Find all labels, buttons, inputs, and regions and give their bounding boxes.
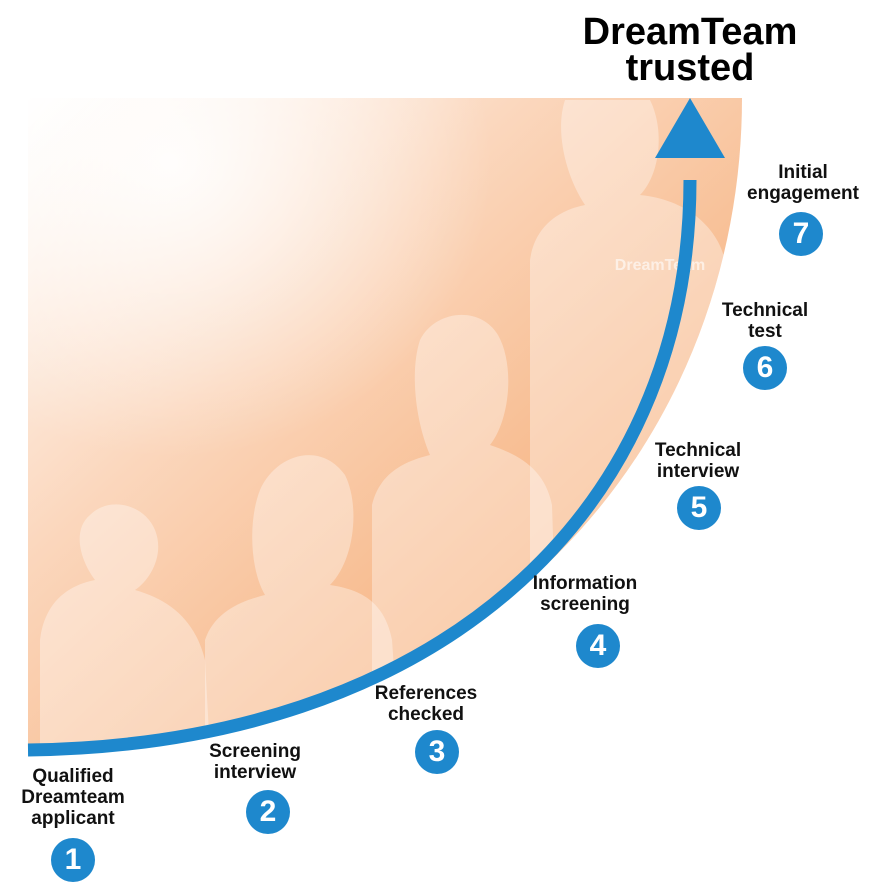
step-3-badge: 3 [415,730,459,774]
step-3-label: References checked [366,683,486,725]
step-3-line-2: checked [387,704,465,725]
progress-arrow-head [655,98,725,158]
step-7-label: Initial engagement [738,162,868,204]
title-line-1: DreamTeam [582,11,798,53]
step-6-line-2: test [748,321,782,342]
step-2-badge: 2 [246,790,290,834]
progress-arrow-line [27,179,697,757]
step-5-label: Technical interview [643,440,753,482]
step-3-line-1: References [374,683,478,704]
step-4-line-2: screening [540,594,630,615]
step-4-line-1: Information [532,573,638,594]
watermark: DreamTeam [615,257,705,274]
step-1-label: Qualified Dreamteam applicant [8,766,138,829]
person-silhouette-2 [205,455,400,752]
step-2-line-1: Screening [209,741,301,762]
step-4-label: Information screening [530,573,640,615]
step-7-badge: 7 [779,212,823,256]
step-2-label: Screening interview [200,741,310,783]
step-5-badge: 5 [677,486,721,530]
step-7-line-1: Initial [778,162,828,183]
fan-glow [28,98,742,752]
step-4-badge: 4 [576,624,620,668]
step-6-label: Technical test [710,300,820,342]
diagram-title: DreamTeam trusted [560,11,820,89]
step-1-badge: 1 [51,838,95,882]
step-1-line-2: Dreamteam [21,787,125,808]
step-7-line-2: engagement [747,183,859,204]
step-1-line-3: applicant [31,808,115,829]
step-5-line-2: interview [656,461,740,482]
title-line-2: trusted [625,47,755,89]
step-1-line-1: Qualified [32,766,114,787]
step-2-line-2: interview [213,762,297,783]
person-silhouette-1 [40,504,210,752]
step-5-line-1: Technical [654,440,742,461]
step-6-badge: 6 [743,346,787,390]
step-6-line-1: Technical [721,300,809,321]
